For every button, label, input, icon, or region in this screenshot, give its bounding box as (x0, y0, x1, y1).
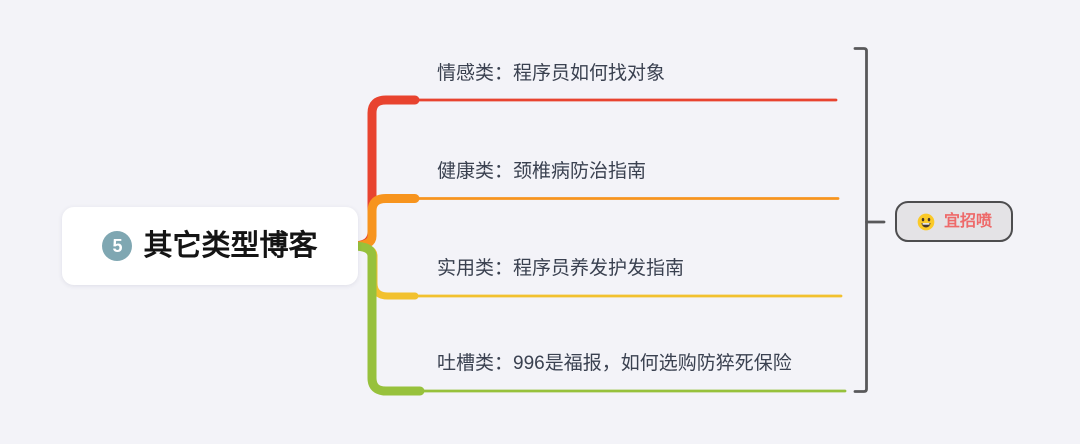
branch-4-trunk (347, 241, 425, 396)
branch-node-emotion[interactable]: 情感类：程序员如何找对象 (437, 63, 666, 84)
branch-node-health[interactable]: 健康类：颈椎病防治指南 (437, 161, 647, 182)
branch-2-trunk (347, 194, 420, 251)
callout-bubble[interactable]: 宜招喷 (895, 201, 1013, 242)
root-node-label: 其它类型博客 (143, 229, 318, 262)
numbered-badge-5: 5 (102, 231, 133, 261)
branch-node-rant[interactable]: 吐槽类：996是福报，如何选购防猝死保险 (437, 353, 792, 374)
branch-1-trunk (347, 95, 420, 251)
group-bracket (853, 47, 868, 393)
root-node[interactable]: 5 其它类型博客 (62, 207, 358, 285)
branch-3-trunk (348, 242, 419, 300)
smiley-emoji-icon (917, 213, 935, 230)
branch-node-practical[interactable]: 实用类：程序员养发护发指南 (437, 258, 685, 279)
callout-label: 宜招喷 (943, 212, 992, 230)
